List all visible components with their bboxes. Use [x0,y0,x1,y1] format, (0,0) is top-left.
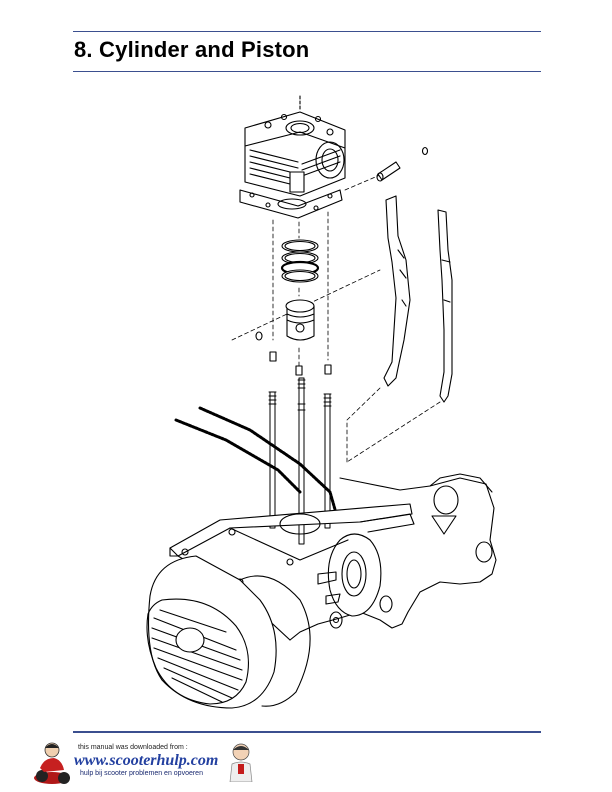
piston [285,299,315,341]
mechanic-avatar-icon [229,743,253,782]
chain-guide [437,209,453,403]
site-tagline: hulp bij scooter problemen en opvoeren [80,770,203,777]
piston-pin-clip [255,331,263,341]
assembly-centerlines [231,174,441,463]
header-top-rule [73,31,541,32]
cam-chain [174,406,340,522]
cylinder-studs [268,377,332,545]
footer-rule [73,731,541,733]
header-bottom-rule [73,71,541,72]
chain-tensioner-guide [383,195,411,387]
cylinder-block [239,95,346,219]
download-note: this manual was downloaded from : [78,744,188,751]
fan-shroud [146,555,311,709]
piston-pin [376,146,429,182]
site-link[interactable]: www.scooterhulp.com [74,752,219,769]
scooter-mascot-logo-icon [34,742,70,784]
page-title: 8. Cylinder and Piston [74,37,310,62]
piston-rings [280,239,320,283]
dowel-pins [269,351,332,376]
